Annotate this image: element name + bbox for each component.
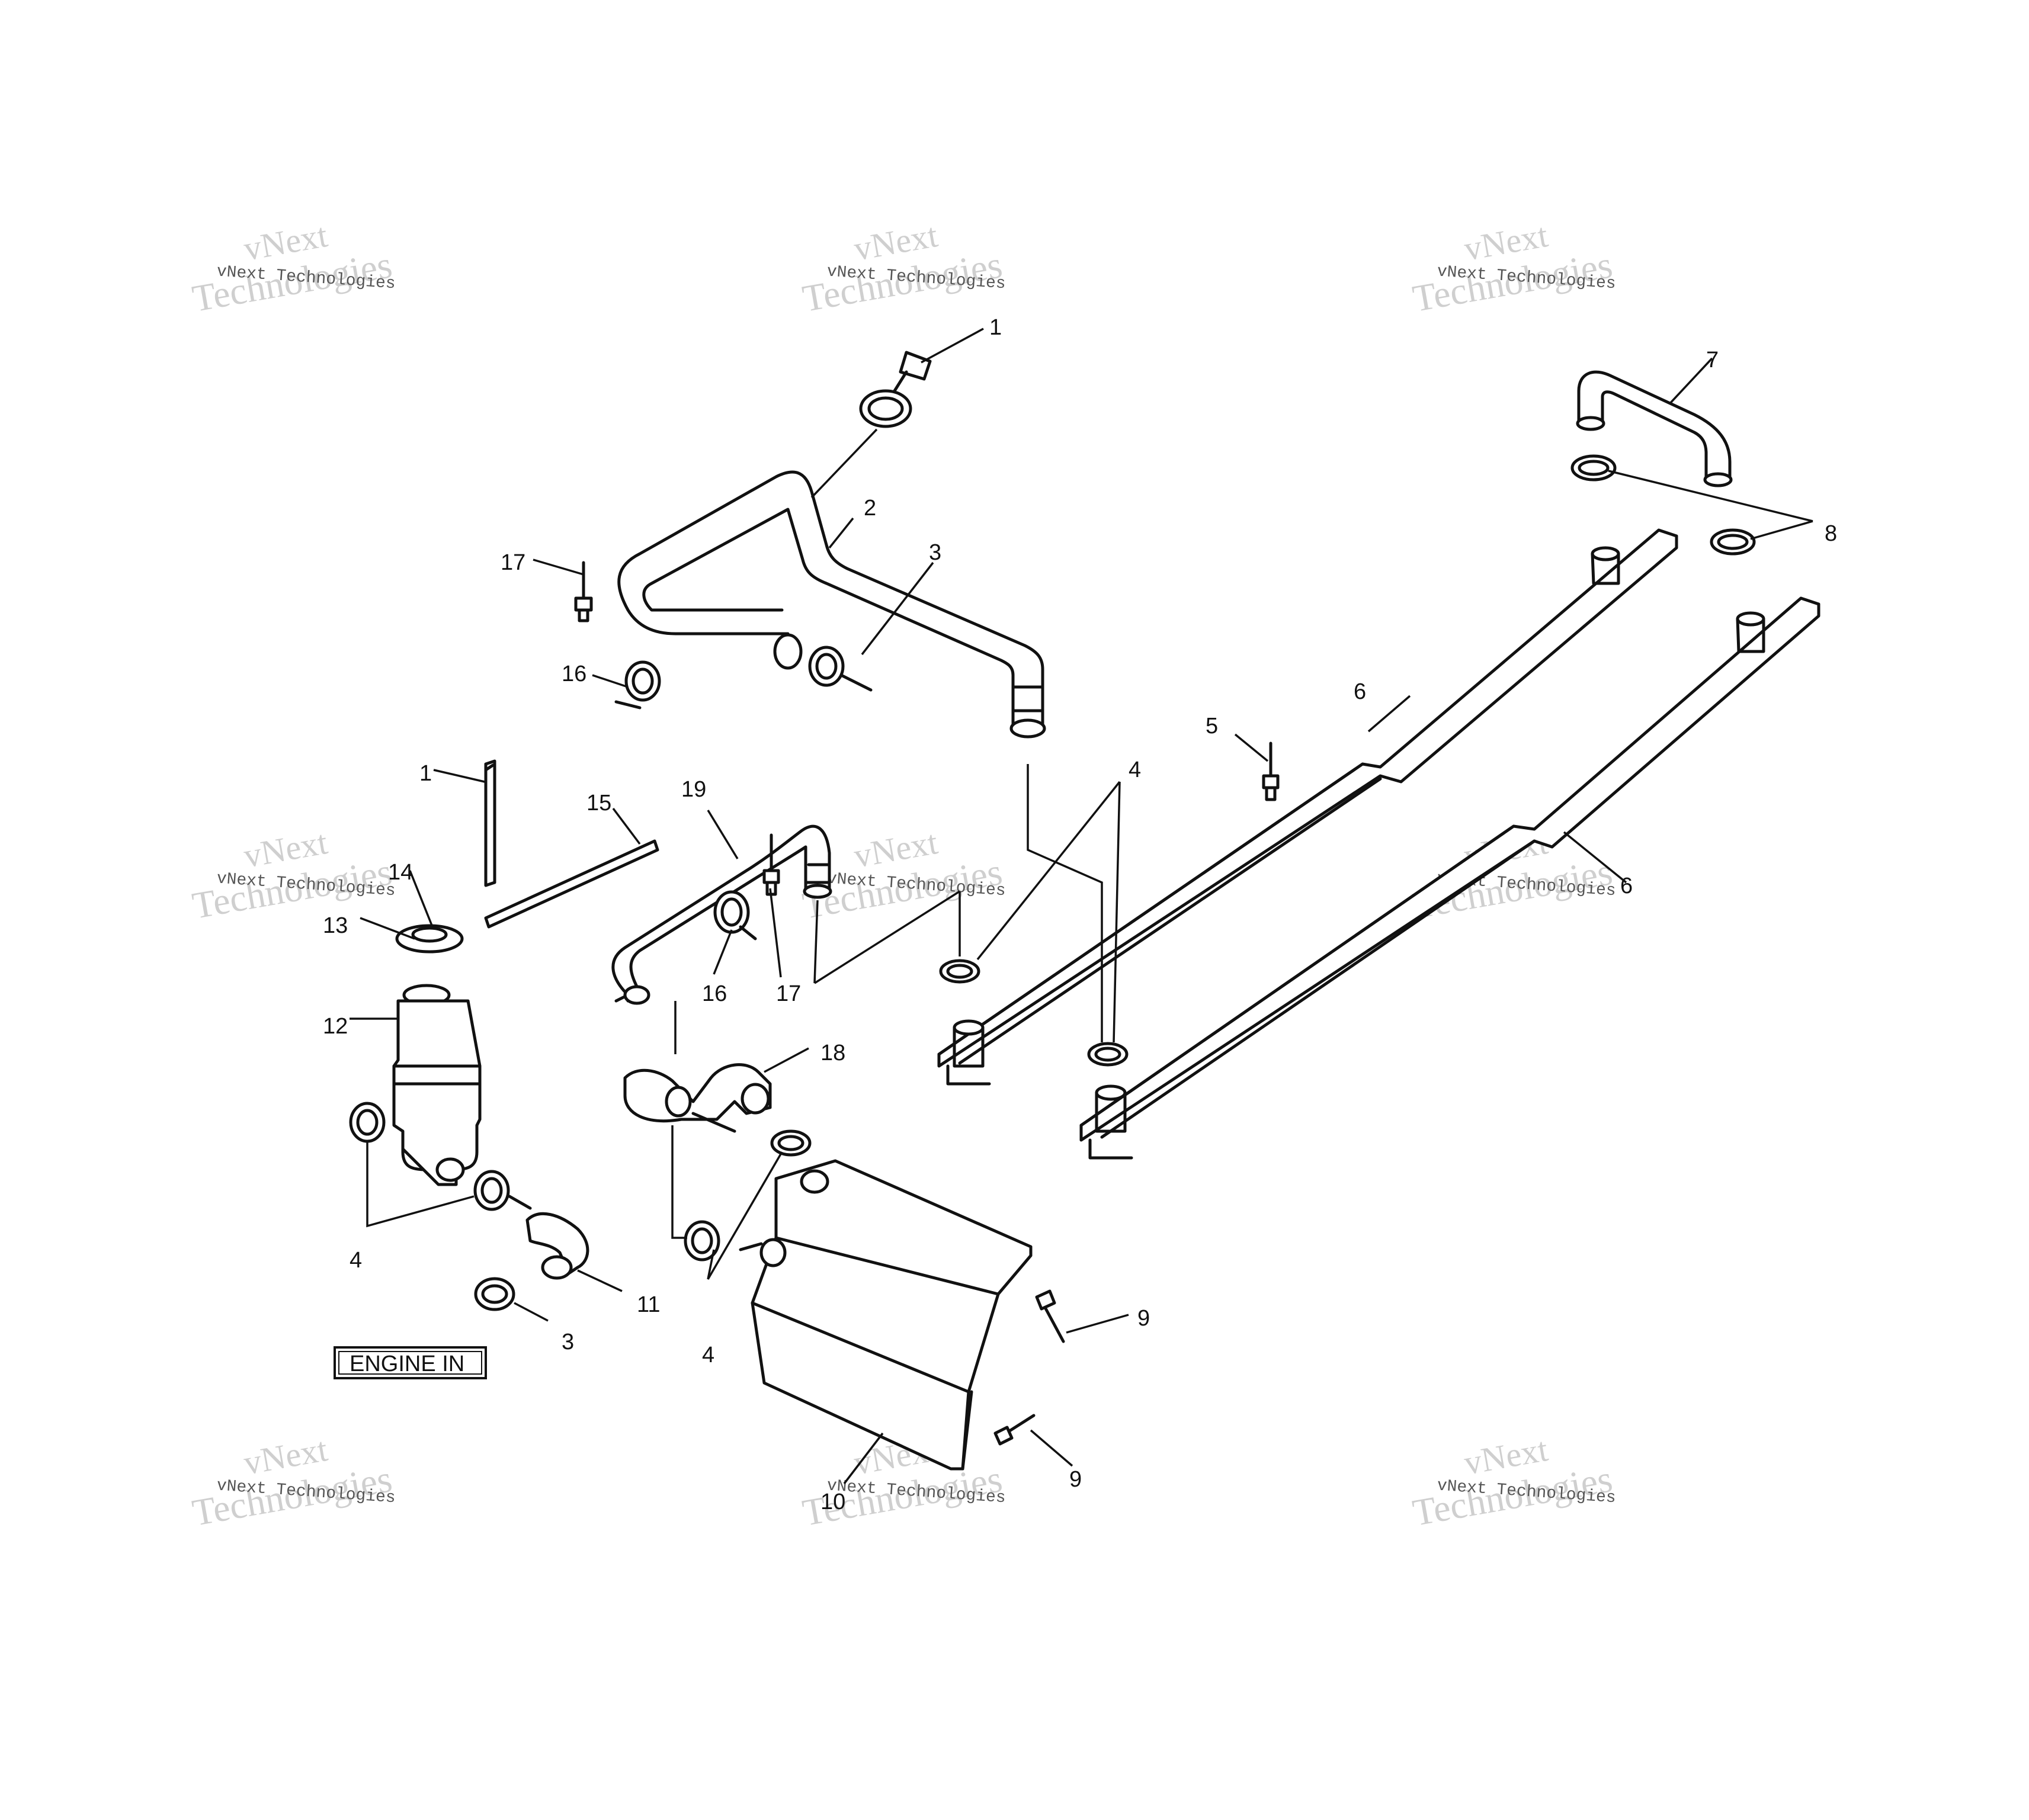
callout-13: 13 — [323, 913, 348, 938]
clamp-middle-16 — [713, 890, 757, 941]
leader-lines — [350, 328, 1813, 1485]
callout-7: 7 — [1706, 348, 1719, 373]
callout-9-upper: 9 — [1137, 1306, 1150, 1331]
clamps-4-right — [939, 959, 1129, 1067]
callout-19: 19 — [681, 777, 706, 802]
callout-8: 8 — [1825, 521, 1837, 546]
clamps-4-middle — [684, 1129, 812, 1262]
engine-in-label — [334, 1346, 487, 1379]
cooler-rail-upper — [937, 528, 1678, 1086]
callout-17-middle: 17 — [776, 981, 801, 1006]
callout-15: 15 — [586, 791, 611, 816]
callout-11: 11 — [637, 1292, 660, 1317]
callout-4-left: 4 — [350, 1248, 362, 1273]
clamps-4-left — [349, 1102, 532, 1211]
clamps-8 — [1570, 454, 1756, 556]
clamp-left-3 — [474, 1277, 515, 1311]
bar-1-left — [484, 759, 496, 887]
clamp-strap-top — [859, 351, 932, 428]
callout-labels: 1 2 3 17 16 7 8 6 5 4 6 1 15 19 14 13 16… — [323, 315, 1837, 1514]
engine-in-text: ENGINE IN — [350, 1352, 464, 1376]
callout-9-lower: 9 — [1069, 1467, 1082, 1492]
callout-1-left: 1 — [419, 761, 432, 786]
bolt-5 — [1262, 742, 1280, 801]
cooler-rail-lower — [1079, 596, 1820, 1160]
callout-14: 14 — [388, 860, 413, 885]
tube-15 — [484, 839, 659, 929]
u-hose-7 — [1576, 370, 1733, 487]
callout-3-top: 3 — [929, 540, 941, 565]
callout-16-top: 16 — [562, 662, 586, 686]
cap-14 — [395, 924, 464, 954]
bolts-9 — [993, 1289, 1065, 1446]
callout-1-top: 1 — [989, 315, 1002, 340]
callout-6-lower: 6 — [1620, 874, 1633, 898]
callout-5: 5 — [1206, 714, 1218, 739]
callout-3-left: 3 — [562, 1330, 574, 1354]
elbow-11 — [525, 1212, 589, 1280]
reservoir-tank-12 — [392, 984, 482, 1186]
callout-16-middle: 16 — [702, 981, 727, 1006]
upper-hose — [617, 470, 1046, 739]
callout-6-upper: 6 — [1354, 679, 1366, 704]
callout-12: 12 — [323, 1014, 348, 1039]
clamp-top-3 — [808, 646, 873, 692]
elbow-hose-18 — [623, 1063, 772, 1133]
callout-4-right: 4 — [1129, 757, 1141, 782]
bolt-top-17 — [574, 561, 593, 622]
callout-17-top: 17 — [501, 550, 525, 575]
callout-18: 18 — [820, 1041, 845, 1065]
clamp-top-16 — [614, 660, 661, 710]
callout-4-middle: 4 — [702, 1343, 714, 1368]
heat-exchanger-panel-10 — [739, 1159, 1033, 1471]
middle-hose-19 — [611, 824, 832, 1005]
callout-10: 10 — [820, 1490, 845, 1514]
callout-2: 2 — [864, 496, 876, 521]
